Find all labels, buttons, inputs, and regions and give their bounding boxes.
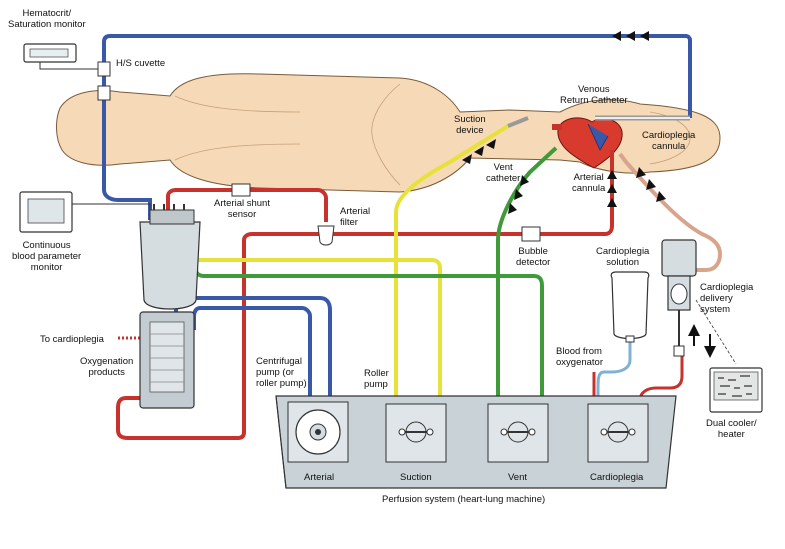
- pump-cardioplegia-label: Cardioplegia: [590, 472, 644, 483]
- cardioplegia-pump: [587, 403, 649, 463]
- roller-pump-label: Roller pump: [364, 368, 389, 390]
- cardioplegia-solution-bag: [610, 271, 650, 343]
- hematocrit-monitor-label: Hematocrit/ Saturation monitor: [8, 8, 86, 30]
- oxygenator: [139, 311, 195, 409]
- arterial-filter-device: [317, 225, 335, 246]
- venous-return-catheter-label: Venous Return Catheter: [560, 84, 628, 106]
- hematocrit-monitor-device: [23, 43, 77, 63]
- cardioplegia-solution-line: [596, 340, 632, 420]
- oxygenation-products-label: Oxygenation products: [80, 356, 134, 378]
- cardioplegia-delivery-device: [661, 239, 697, 357]
- vent-pump: [487, 403, 549, 463]
- cardioplegia-delivery-system-label: Cardioplegia delivery system: [700, 282, 754, 315]
- perfusion-console: [275, 395, 677, 489]
- to-cardioplegia-label: To cardioplegia: [40, 334, 104, 345]
- perfusion-system-caption: Perfusion system (heart-lung machine): [382, 494, 546, 505]
- hs-cuvette-lower: [97, 85, 111, 101]
- venous-flow-arrows: [612, 31, 649, 41]
- suction-device-label: Suction device: [454, 114, 486, 136]
- vent-flow-arrows: [508, 175, 529, 214]
- bubble-detector-device: [521, 226, 541, 242]
- centrifugal-pump-label: Centrifugal pump (or roller pump): [256, 356, 307, 389]
- arterial-cannula-label: Arterial cannula: [572, 172, 606, 194]
- blood-from-oxygenator-label: Blood from oxygenator: [556, 346, 604, 368]
- arterial-pump: [287, 401, 349, 463]
- cardioplegia-cannula-label: Cardioplegia cannula: [642, 130, 696, 152]
- continuous-blood-monitor-device: [19, 191, 151, 233]
- arterial-filter-label: Arterial filter: [340, 206, 371, 228]
- vent-catheter-label: Vent catheter: [486, 162, 521, 184]
- dual-cooler-heater-device: [688, 299, 763, 413]
- venous-return-line: [102, 34, 692, 220]
- pump-vent-label: Vent: [508, 472, 528, 483]
- hs-cuvette-upper: [97, 61, 111, 77]
- suction-flow-arrows: [462, 139, 496, 164]
- pump-arterial-label: Arterial: [304, 472, 335, 483]
- pump-suction-label: Suction: [400, 472, 432, 483]
- dual-cooler-heater-label: Dual cooler/ heater: [706, 418, 757, 440]
- suction-pump: [385, 403, 447, 463]
- continuous-blood-monitor-label: Continuous blood parameter monitor: [12, 240, 82, 273]
- arterial-shunt-sensor-label: Arterial shunt sensor: [214, 198, 270, 220]
- arterial-flow-arrows: [607, 170, 617, 207]
- cardioplegia-flow-arrows: [636, 167, 666, 202]
- hs-cuvette-label: H/S cuvette: [116, 58, 166, 69]
- oxygenator-return-line: [116, 396, 246, 440]
- venous-reservoir: [139, 204, 201, 310]
- heart-icon: [552, 117, 623, 169]
- bubble-detector-label: Bubble detector: [516, 246, 551, 268]
- cardioplegia-delivery-line: [618, 152, 723, 272]
- arterial-shunt-sensor-device: [231, 183, 251, 197]
- arterial-main-line: [242, 150, 614, 420]
- cardioplegia-solution-label: Cardioplegia solution: [596, 246, 650, 268]
